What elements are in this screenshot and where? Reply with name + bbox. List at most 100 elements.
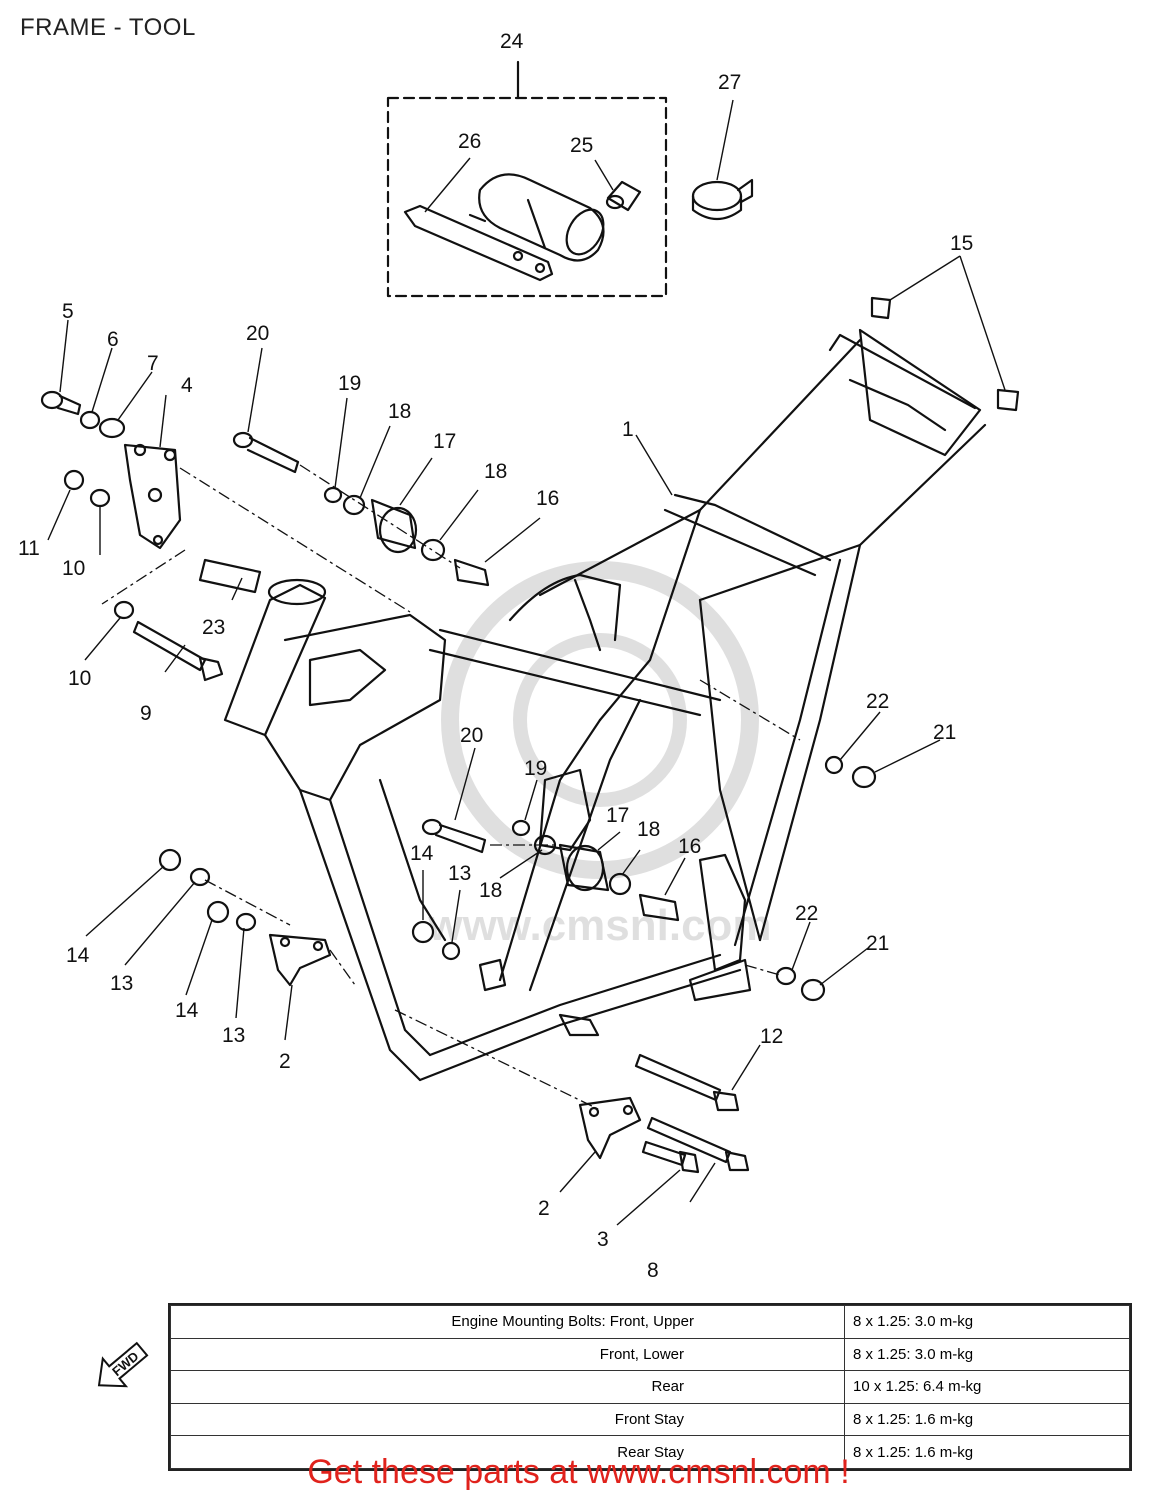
washer-part-10-bottom [113,600,135,620]
table-row: Front, Lower 8 x 1.25: 3.0 m-kg [170,1337,1130,1372]
callout-19-upper: 19 [338,372,361,395]
nut-part-14-top [158,848,182,872]
table-row: Rear Stay 8 x 1.25: 1.6 m-kg [170,1435,1130,1469]
part-25 [605,180,642,212]
nut-part-11 [63,469,85,491]
wrench-part-26 [403,204,554,282]
watermark-logo: www.cmsnl.com [427,561,772,950]
callout-3: 3 [597,1228,609,1251]
nut-part-14-mid [206,900,230,924]
stay-part-2-left [268,933,332,987]
frame-exploded-diagram: 1 2 2 3 4 5 6 7 8 9 10 10 11 12 13 13 13… [18,30,1020,1282]
callout-17-lower: 17 [606,804,629,827]
callout-21-upper: 21 [933,721,956,744]
callout-12: 12 [760,1025,783,1048]
page-title: FRAME - TOOL [20,14,196,41]
decal-part-23 [198,558,262,594]
callout-18-upper-a: 18 [388,400,411,423]
callout-25: 25 [570,134,593,157]
callout-9: 9 [140,702,152,725]
washer-part-6 [79,410,101,430]
callout-10-bottom: 10 [68,667,91,690]
mount-tube [558,1013,600,1037]
callout-22-lower: 22 [795,902,818,925]
torque-spec-table: Engine Mounting Bolts: Front, Upper 8 x … [168,1303,1132,1471]
callout-17-upper: 17 [433,430,456,453]
callout-18-upper-b: 18 [484,460,507,483]
tool-bag [478,173,605,262]
callout-2-bottom: 2 [538,1197,550,1220]
callout-13-bottom: 13 [222,1024,245,1047]
bolt-part-20-lower [421,818,487,854]
callout-7: 7 [147,352,159,375]
callout-16-upper: 16 [536,487,559,510]
torque-description: Front, Lower [170,1337,845,1372]
washer-part-19-upper [323,486,343,504]
callout-14-top: 14 [66,944,90,967]
promo-link[interactable]: Get these parts at www.cmsnl.com ! [307,1453,850,1491]
washer-part-18-lower-b [608,872,632,896]
callout-4: 4 [181,374,193,397]
table-row: Rear 10 x 1.25: 6.4 m-kg [170,1370,1130,1404]
washer-part-13-center [441,941,461,961]
cap-part-15-right [996,388,1020,412]
watermark-text: www.cmsnl.com [427,901,771,950]
callout-16-lower: 16 [678,835,701,858]
callout-20-lower: 20 [460,724,483,747]
part-27 [691,178,754,221]
torque-description: Rear [170,1370,845,1404]
main-frame-part-1 [223,328,987,1082]
stay-part-2-bottom [578,1096,642,1160]
callout-22-upper: 22 [866,690,889,713]
bushing-part-17-lower [558,843,610,892]
torque-description: Front Stay [170,1402,845,1437]
callout-14-bottom: 14 [175,999,199,1022]
callout-24: 24 [500,30,524,53]
fwd-arrow-icon: FWD [97,1341,149,1388]
washer-part-18-upper [342,494,366,516]
callout-1: 1 [622,418,634,441]
washer-part-22-lower [775,966,797,986]
washer-part-10-top [89,488,111,508]
torque-description: Rear Stay [170,1435,845,1469]
bracket-part-4 [123,443,182,550]
nut-part-14-center [411,920,435,944]
washer-part-13-mid [235,912,257,932]
callout-26: 26 [458,130,481,153]
collar-part-16-lower [638,893,680,922]
cap-part-15-left [870,296,892,320]
table-row: Engine Mounting Bolts: Front, Upper 8 x … [170,1305,1130,1339]
callout-15: 15 [950,232,973,255]
washer-part-13-top [189,867,211,887]
torque-spec: 8 x 1.25: 3.0 m-kg [844,1337,1130,1372]
callout-18-lower-a: 18 [637,818,660,841]
washer-part-7 [98,417,126,439]
callout-27: 27 [718,71,741,94]
washer-part-18-upper-b [420,538,446,562]
table-row: Front Stay 8 x 1.25: 1.6 m-kg [170,1402,1130,1437]
bushing-part-17-upper [370,498,418,554]
callout-10-top: 10 [62,557,85,580]
callout-14-center: 14 [410,842,434,865]
torque-description: Engine Mounting Bolts: Front, Upper [170,1305,845,1339]
tool-kit-group-box [386,96,668,298]
nut-part-21-upper [851,765,877,789]
callout-13-top: 13 [110,972,133,995]
callout-13-center: 13 [448,862,471,885]
torque-spec: 8 x 1.25: 1.6 m-kg [844,1402,1130,1437]
callout-8: 8 [647,1259,659,1282]
bolt-part-5 [40,390,82,416]
callout-21-lower: 21 [866,932,889,955]
collar-part-16-upper [453,558,490,587]
washer-part-22-upper [824,755,844,775]
callout-20-upper: 20 [246,322,269,345]
bolt-part-20-upper [232,431,300,474]
bolt-part-8 [646,1116,750,1172]
callout-23: 23 [202,616,225,639]
bolt-part-12 [634,1053,740,1112]
nut-part-21-lower [800,978,826,1002]
torque-spec: 8 x 1.25: 3.0 m-kg [844,1305,1130,1339]
callout-5: 5 [62,300,74,323]
bolt-part-3 [641,1140,700,1174]
